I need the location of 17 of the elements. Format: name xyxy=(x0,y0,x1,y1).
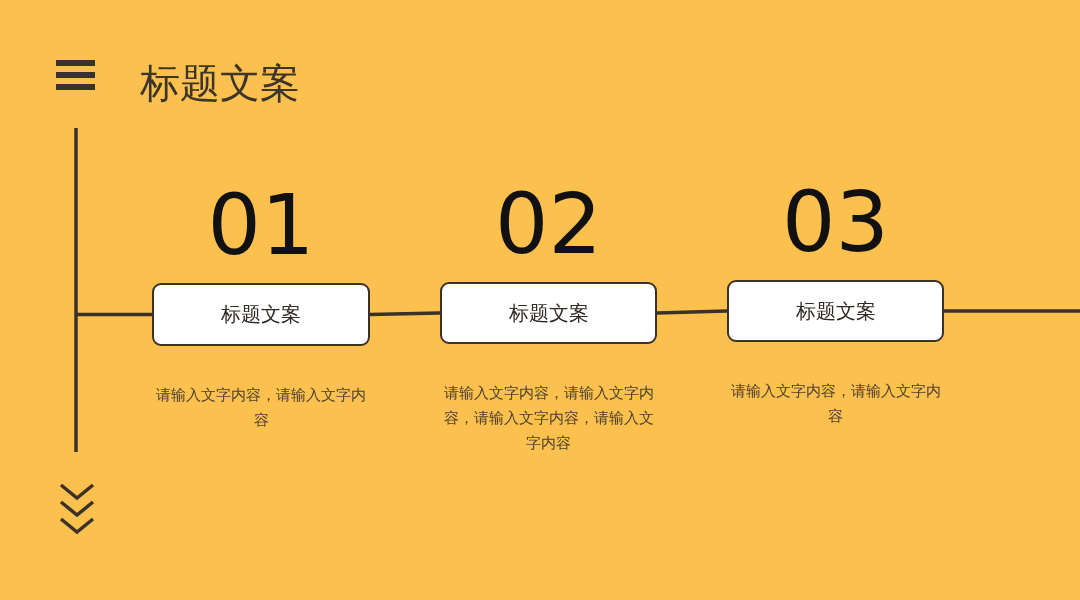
box-label: 标题文案 xyxy=(795,297,876,325)
box-label: 标题文案 xyxy=(508,299,589,327)
title: 标题文案 xyxy=(140,59,300,108)
box-label: 标题文案 xyxy=(221,301,301,328)
connector-line xyxy=(76,312,152,317)
description-text: 请输入文字内容，请输入文字内容 xyxy=(729,381,942,427)
step-number: 02 xyxy=(494,182,603,266)
description-text: 请输入文字内容，请输入文字内容，请输入文字内容，请输入文字内容 xyxy=(442,383,655,454)
connector-line xyxy=(369,311,441,317)
process-box xyxy=(152,283,370,346)
process-box xyxy=(727,280,944,342)
step-number: 03 xyxy=(781,180,890,264)
connector-line xyxy=(656,309,728,315)
process-box xyxy=(440,282,657,344)
description-text: 请输入文字内容，请输入文字内容 xyxy=(155,385,367,431)
connector-line xyxy=(944,309,1080,313)
step-number: 01 xyxy=(206,183,316,267)
